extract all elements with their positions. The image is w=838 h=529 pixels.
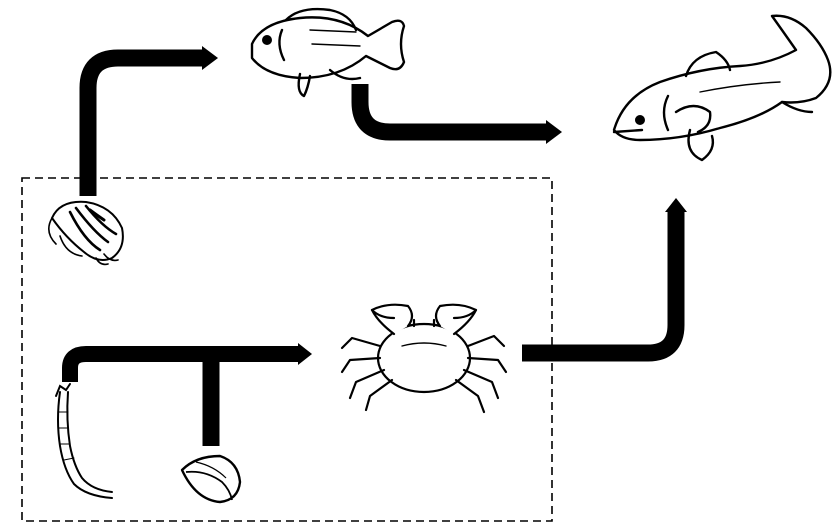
arrow-crab-to-large-fish (522, 198, 687, 362)
worm-icon (55, 383, 113, 499)
large-fish-icon (612, 14, 832, 162)
arrow-worm-mussel-to-crab (62, 343, 312, 446)
dashed-boundary (21, 177, 553, 522)
arrow-small-fish-to-large-fish (351, 84, 562, 144)
small-fish-icon (250, 7, 406, 98)
shrimp-icon (48, 200, 124, 266)
mussel-icon (180, 454, 242, 504)
arrow-shrimp-to-small-fish (79, 46, 218, 196)
crab-icon (340, 303, 508, 414)
